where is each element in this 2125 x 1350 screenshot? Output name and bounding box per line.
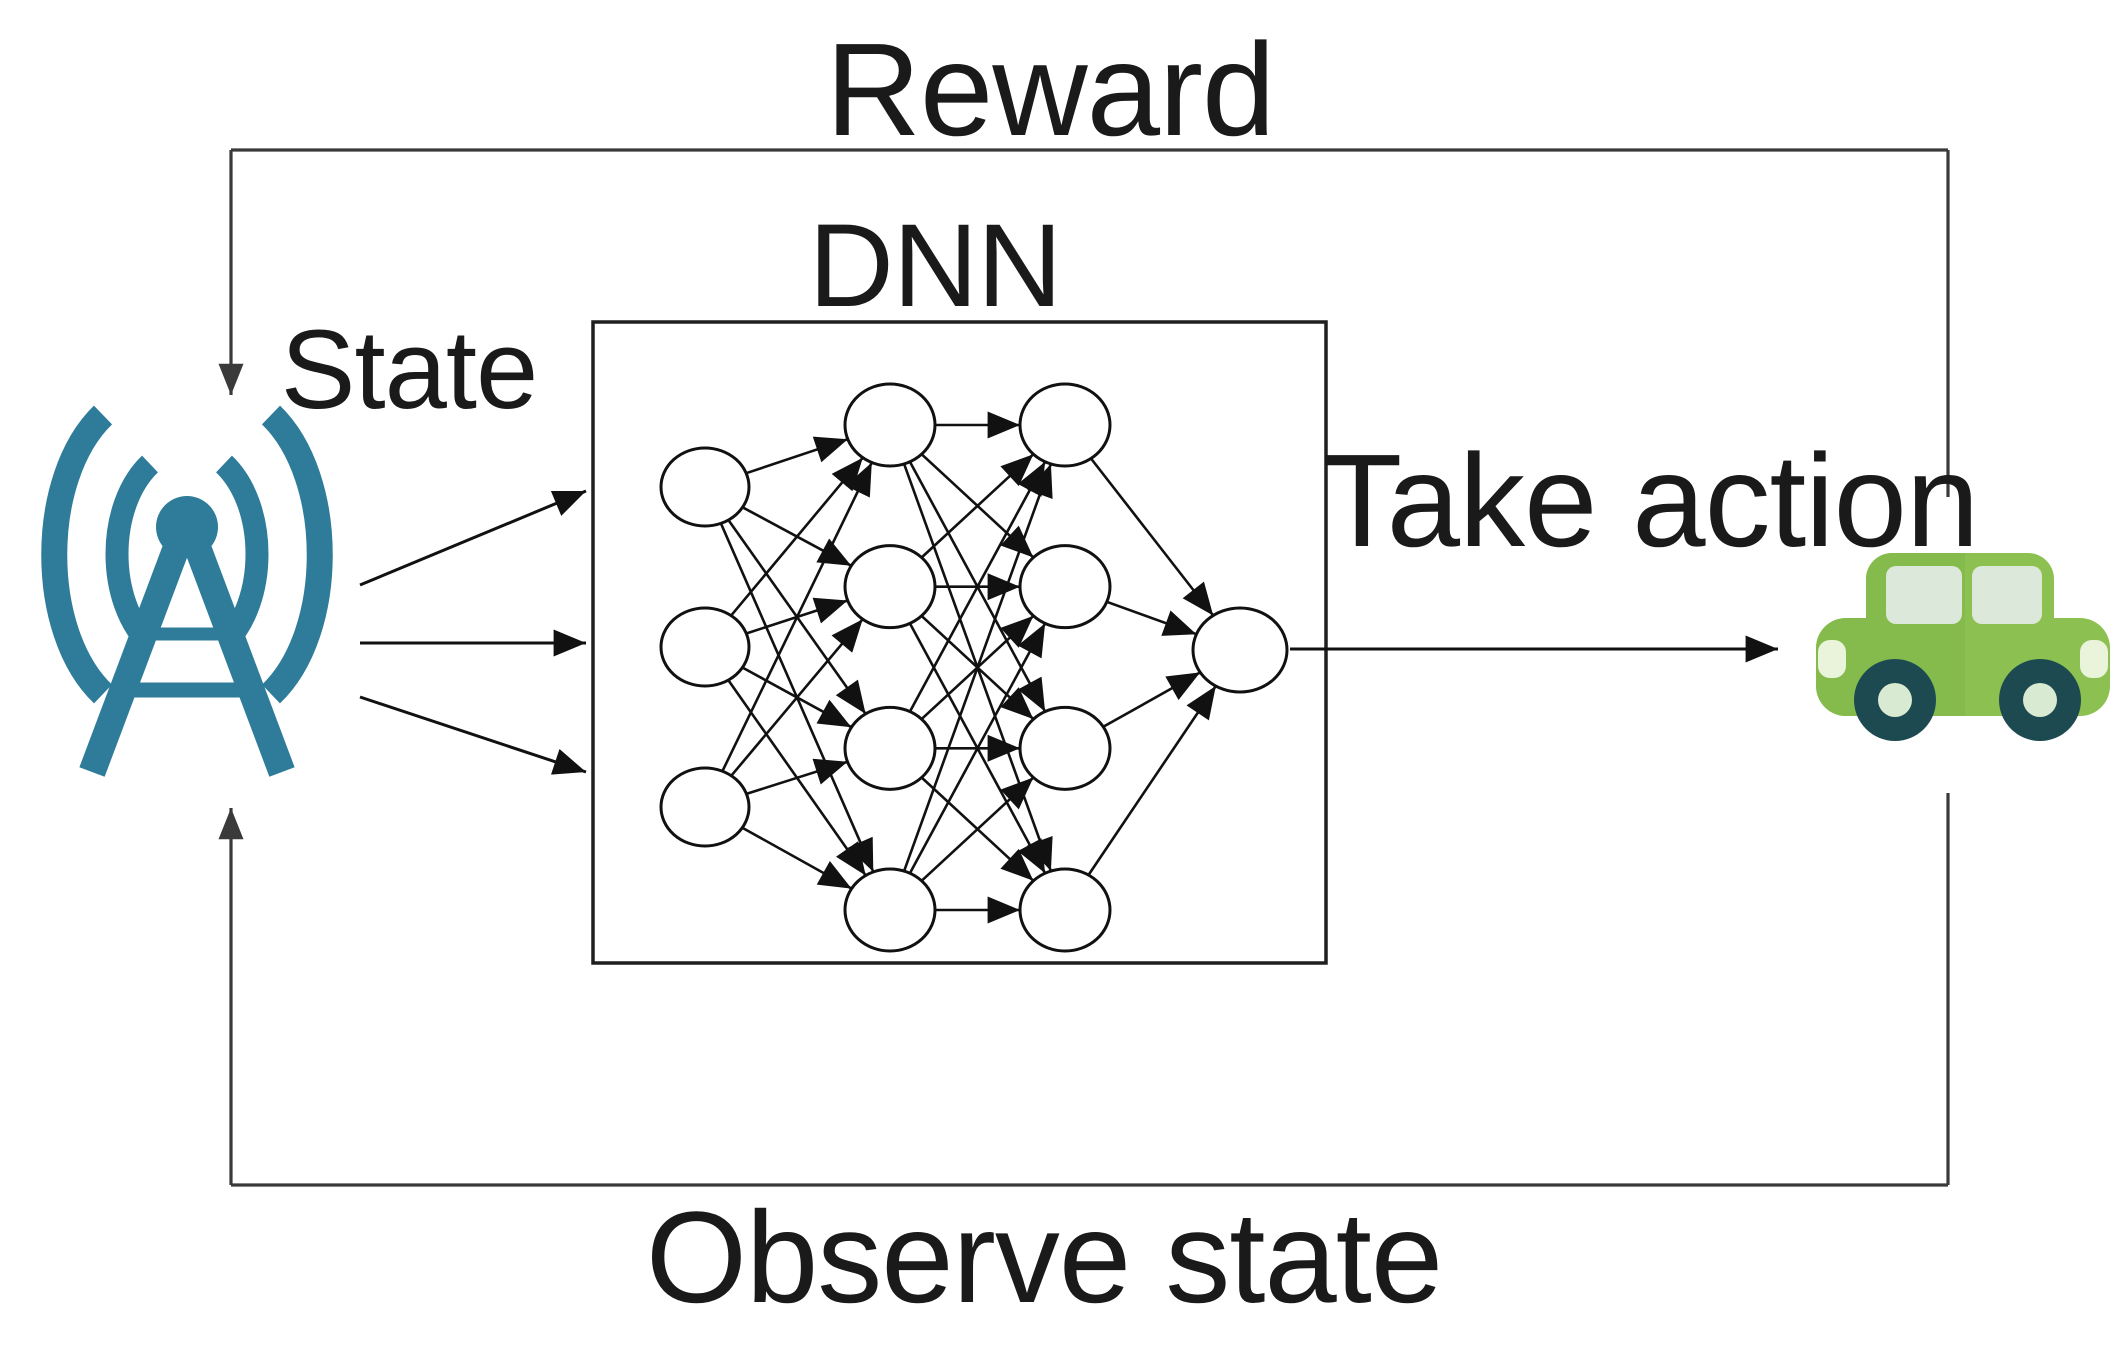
take-action-label: Take action [1321, 427, 1980, 574]
antenna-leg-left [79, 533, 193, 777]
car-icon [1816, 553, 2110, 741]
base-station-antenna-icon [41, 405, 333, 777]
observe-loop [218, 793, 1950, 1187]
car-headlight [2080, 640, 2108, 678]
network-edge [730, 456, 864, 617]
network-edge [902, 463, 1053, 872]
network-node [843, 705, 937, 791]
network-node [1018, 382, 1112, 468]
car-hubcap-rear [1878, 683, 1912, 717]
car-window-rear [1886, 566, 1962, 624]
network-node [843, 867, 937, 953]
reward-label: Reward [825, 16, 1276, 163]
network-node [1018, 705, 1112, 791]
network-edge [730, 618, 864, 777]
signal-arc-outer-right [261, 405, 333, 704]
network-edge [908, 622, 1047, 874]
network-node [843, 544, 937, 630]
network-edge [1106, 600, 1197, 636]
network-node [843, 382, 937, 468]
network-node [659, 446, 751, 528]
car-hubcap-front [2023, 683, 2057, 717]
network-edge [746, 758, 848, 796]
car-window-front [1972, 566, 2042, 624]
network-node [659, 766, 751, 848]
signal-arc-outer-left [41, 405, 113, 704]
network-edge [1102, 671, 1201, 728]
network-edge [1089, 457, 1215, 617]
state-label: State [280, 307, 539, 432]
reward-loop [218, 148, 1950, 497]
network-node [1018, 544, 1112, 630]
network-edge [741, 826, 853, 890]
network-edge [745, 436, 849, 475]
observe-state-label: Observe state [645, 1184, 1443, 1330]
network-node [1018, 867, 1112, 953]
network-node [659, 606, 751, 688]
antenna-leg-right [181, 533, 295, 777]
network-edge [721, 461, 873, 772]
network-edge [920, 776, 1035, 882]
dnn-box [591, 320, 1328, 965]
network-node [1191, 606, 1289, 694]
dnn-network [659, 382, 1289, 953]
network-edge [920, 453, 1035, 559]
state-arrow-lower [359, 695, 587, 775]
state-arrow-upper [359, 489, 587, 587]
state-arrows [359, 489, 587, 775]
car-taillight [1818, 640, 1846, 678]
network-edge [908, 461, 1047, 713]
network-edge [1087, 685, 1217, 876]
dnn-label: DNN [808, 200, 1063, 332]
